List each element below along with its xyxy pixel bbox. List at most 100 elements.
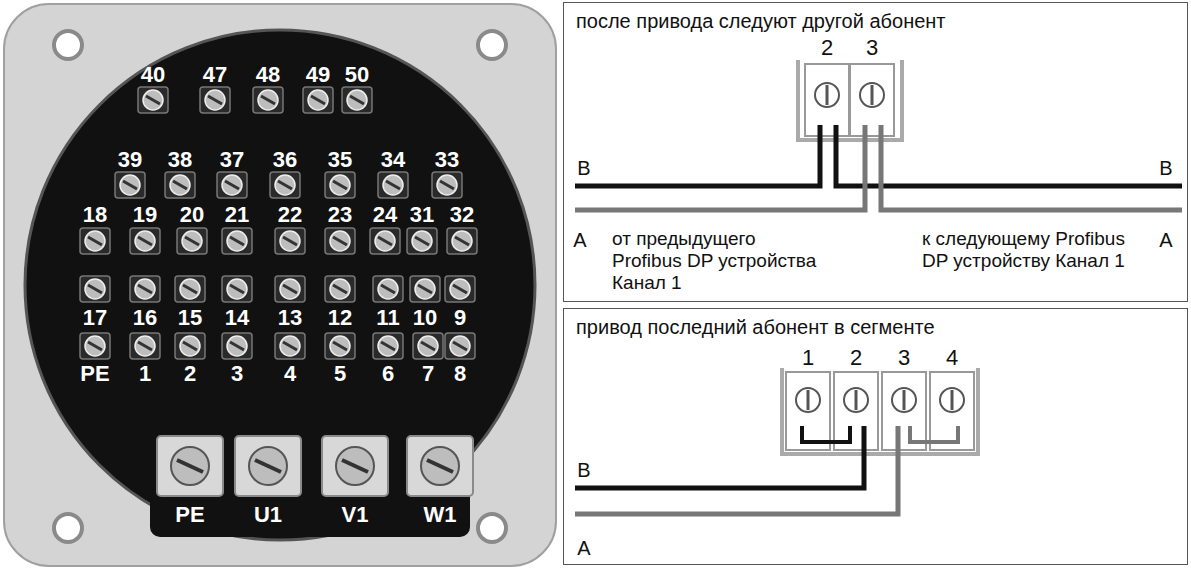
terminal-number: 37: [220, 147, 244, 172]
terminal-number: 4: [284, 361, 296, 386]
terminal-number: 47: [203, 62, 227, 87]
terminal-number: PE: [175, 502, 204, 527]
mounting-hole: [478, 514, 506, 542]
terminal-number: 14: [225, 305, 249, 330]
terminal-number: 7: [422, 361, 434, 386]
terminal-screw: [892, 388, 916, 412]
wire-b: [575, 125, 820, 186]
terminal-screw: [410, 276, 440, 302]
panel: привод последний абонент в сегменте: [563, 308, 1188, 565]
terminal-screw: [373, 333, 403, 359]
power-terminal-screw: [407, 436, 473, 496]
terminal-number: 33: [435, 147, 459, 172]
terminal-number: 5: [334, 361, 346, 386]
terminal-number: V1: [342, 502, 369, 527]
note-text: к следующему Profibus DP устройству Кана…: [922, 228, 1137, 272]
terminal-number: U1: [254, 502, 282, 527]
terminal-screw: [275, 228, 305, 254]
terminal-number: 49: [306, 62, 330, 87]
terminal-screw: [325, 228, 355, 254]
terminal-number: 10: [413, 305, 437, 330]
power-terminal-screw: [235, 436, 301, 496]
terminal-number: 2: [184, 361, 196, 386]
terminal-screw: [270, 172, 300, 198]
terminal-number: 39: [118, 147, 142, 172]
terminal-screw: [325, 172, 355, 198]
jumper-wire: [802, 426, 850, 442]
terminal-number: 31: [410, 202, 434, 227]
terminal-number: 35: [328, 147, 352, 172]
terminal-screw: [275, 333, 305, 359]
bus-terminal: [805, 64, 849, 136]
terminal-number: 48: [256, 62, 280, 87]
terminal-screw: [138, 87, 168, 113]
terminal-screw: [413, 333, 443, 359]
terminal-number: 32: [450, 202, 474, 227]
panel-heading: после привода следуют другой абонент: [564, 3, 958, 33]
bus-terminal: [850, 64, 894, 136]
mounting-hole: [54, 514, 82, 542]
terminal-number: 9: [454, 305, 466, 330]
bus-terminal: [930, 372, 974, 450]
terminal-screw: [445, 333, 475, 359]
terminal-frame: [798, 60, 902, 140]
terminal-disc: [25, 30, 535, 540]
wire-a: [881, 125, 1182, 210]
terminal-screw: [177, 228, 207, 254]
wire-label: A: [573, 229, 586, 252]
terminal-screw: [407, 228, 437, 254]
housing-plate: [4, 4, 556, 566]
terminal-number: 1: [139, 361, 151, 386]
terminal-number: PE: [80, 361, 109, 386]
terminal-number: 12: [328, 305, 352, 330]
terminal-number: 4: [946, 345, 958, 370]
terminal-frame: [782, 368, 978, 454]
terminal-screw: [342, 87, 372, 113]
terminal-screw: [222, 228, 252, 254]
terminal-screw: [447, 228, 477, 254]
terminal-screw: [432, 172, 462, 198]
terminal-screw: [222, 276, 252, 302]
wire-label: B: [1159, 157, 1172, 180]
terminal-number: W1: [424, 502, 457, 527]
terminal-number: 1: [802, 345, 814, 370]
wire-label: A: [1159, 229, 1172, 252]
terminal-number: 23: [328, 202, 352, 227]
terminal-number: 3: [866, 35, 878, 60]
terminal-number: 24: [373, 202, 397, 227]
terminal-number: 36: [273, 147, 297, 172]
terminal-number: 21: [225, 202, 249, 227]
terminal-screw: [217, 172, 247, 198]
wire-a: [575, 426, 898, 514]
terminal-screw: [165, 172, 195, 198]
terminal-screw: [844, 388, 868, 412]
terminal-number: 19: [133, 202, 157, 227]
terminal-screw: [325, 333, 355, 359]
terminal-number: 11: [376, 305, 399, 330]
terminal-screw: [115, 172, 145, 198]
mounting-hole: [54, 31, 82, 59]
terminal-screw: [378, 172, 408, 198]
terminal-number: 3: [231, 361, 243, 386]
terminal-number: 34: [381, 147, 405, 172]
terminal-number: 3: [898, 345, 910, 370]
terminal-number: 38: [168, 147, 192, 172]
bus-terminal: [882, 372, 926, 450]
terminal-screw: [303, 87, 333, 113]
mounting-hole: [478, 31, 506, 59]
terminal-number: 22: [278, 202, 302, 227]
terminal-screw: [940, 388, 964, 412]
bus-terminal: [834, 372, 878, 450]
terminal-screw: [222, 333, 252, 359]
terminal-screw: [815, 83, 839, 107]
terminal-number: 17: [83, 305, 107, 330]
terminal-number: 6: [382, 361, 394, 386]
terminal-screw: [80, 228, 110, 254]
jumper-wire: [910, 426, 958, 442]
terminal-number: 50: [345, 62, 369, 87]
terminal-screw: [445, 276, 475, 302]
terminal-screw: [253, 87, 283, 113]
terminal-screw: [130, 333, 160, 359]
wire-a: [575, 125, 865, 210]
